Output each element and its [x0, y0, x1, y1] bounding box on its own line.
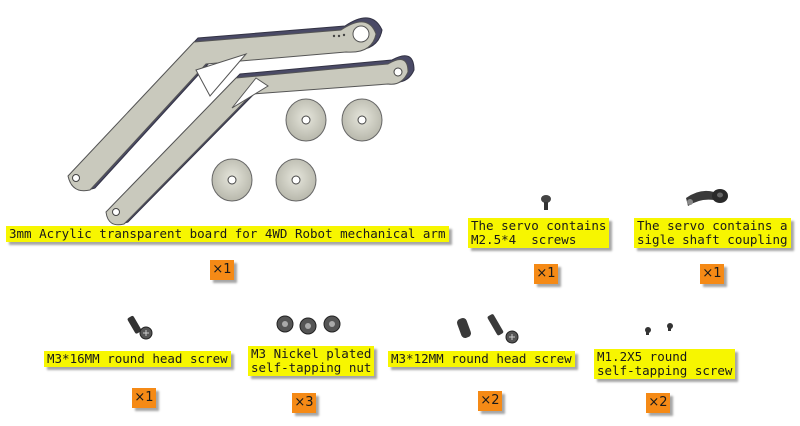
- quantity-m1-2-screw: ×2: [646, 393, 670, 413]
- quantity-m3-16-screw: ×1: [132, 388, 156, 408]
- label-m3-12-screw: M3*12MM round head screw: [388, 351, 575, 367]
- acrylic-arm-upper: [67, 17, 383, 192]
- acrylic-washers: [211, 98, 383, 202]
- label-m3-nut: M3 Nickel plated self-tapping nut: [248, 346, 375, 376]
- acrylic-arm-lower: [105, 55, 415, 226]
- quantity-m3-12-screw: ×2: [478, 391, 502, 411]
- quantity-arm-board: ×1: [210, 260, 234, 280]
- quantity-servo-screws: ×1: [534, 264, 558, 284]
- shaft-coupling-icon: [686, 189, 728, 206]
- m3-12-screw-icon: [457, 314, 519, 344]
- m1-2-screw-icon: [645, 323, 673, 335]
- m3-nuts-icon: [276, 315, 341, 335]
- label-arm-board: 3mm Acrylic transparent board for 4WD Ro…: [6, 226, 449, 242]
- label-m3-16-screw: M3*16MM round head screw: [44, 351, 231, 367]
- quantity-m3-nut: ×3: [292, 393, 316, 413]
- label-m1-2-screw: M1.2X5 round self-tapping screw: [594, 349, 736, 379]
- label-servo-screws: The servo contains M2.5*4 screws: [468, 218, 610, 248]
- quantity-shaft-coupling: ×1: [700, 264, 724, 284]
- m3-16-screw-icon: [127, 315, 153, 340]
- label-shaft-coupling: The servo contains a sigle shaft couplin…: [634, 218, 791, 248]
- servo-screw-icon: [541, 195, 551, 210]
